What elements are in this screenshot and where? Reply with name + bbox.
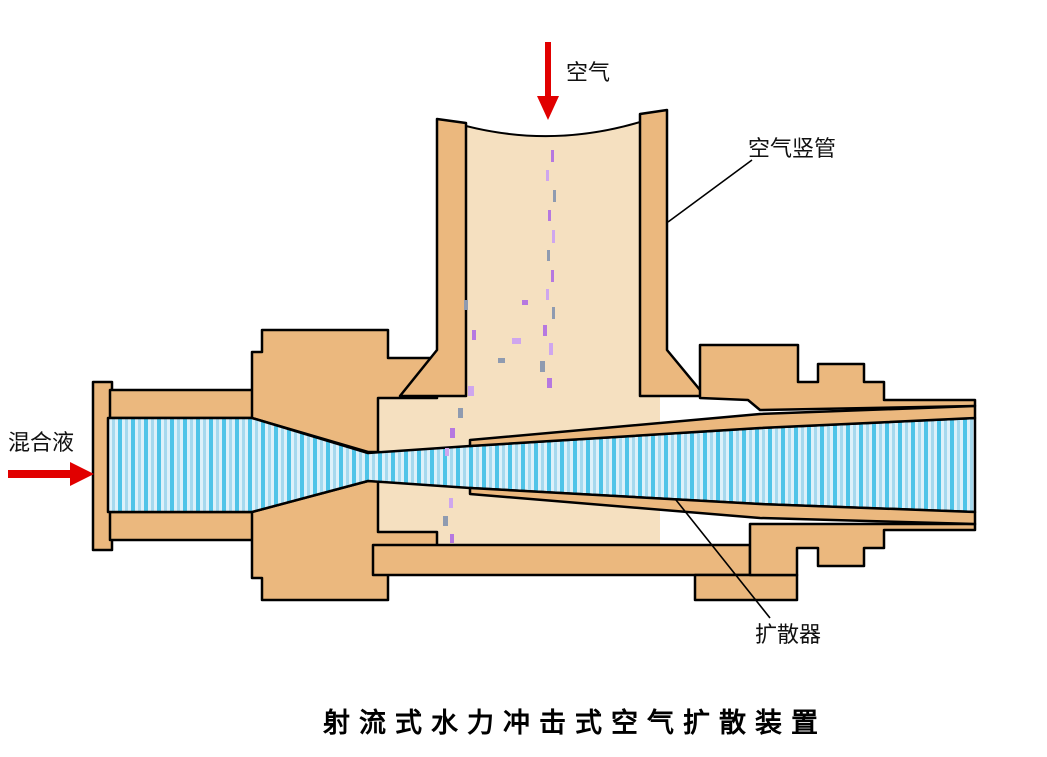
air-inflow-arrow [537, 42, 559, 120]
body-upper-right [698, 343, 977, 412]
air-dash [551, 270, 554, 282]
inlet-pipe-upper-wall [108, 388, 257, 420]
air-dash [522, 300, 528, 305]
diffuser-upper-wall [468, 404, 977, 448]
body-lower-right [748, 522, 977, 577]
air-dash [549, 343, 553, 355]
diffuser-label: 扩散器 [755, 623, 821, 648]
air-riser-leader-line [667, 159, 753, 223]
air-dash [464, 300, 468, 310]
air-dash [443, 516, 448, 526]
diffuser-leader-line [675, 499, 771, 619]
air-dash [546, 289, 549, 300]
air-riser-left-wall [398, 117, 468, 398]
diffuser-lower-wall [468, 486, 977, 526]
inlet-pipe-lower-wall [108, 510, 257, 542]
body-lower-bar [371, 543, 752, 577]
air-dash [543, 325, 547, 336]
diagram-caption: 射流式水力冲击式空气扩散装置 [322, 707, 827, 739]
air-dash [540, 361, 545, 372]
air-dash [547, 378, 552, 388]
air-dash [449, 498, 453, 508]
air-dash [458, 408, 463, 418]
air-dash [450, 534, 454, 543]
air-riser-label: 空气竖管 [748, 137, 836, 162]
air-dash [547, 250, 550, 261]
air-dash [553, 190, 556, 202]
air-label: 空气 [566, 61, 610, 86]
air-riser-interior [466, 122, 640, 398]
air-dash [468, 386, 474, 396]
air-dash [445, 448, 449, 456]
air-dash [472, 330, 476, 340]
air-riser-right-wall [638, 108, 707, 398]
air-dash [450, 428, 455, 438]
air-dash [551, 150, 554, 162]
air-dash [548, 210, 551, 221]
air-dash [552, 230, 555, 243]
air-dash [546, 170, 549, 181]
air-riser-opening-edge [465, 121, 641, 138]
mixed-liquid-arrow [8, 462, 94, 486]
air-dash [552, 307, 555, 319]
air-dashes [443, 150, 556, 543]
air-dash [498, 358, 505, 363]
mixed-liquid-label: 混合液 [8, 431, 74, 456]
air-dash [512, 338, 521, 344]
